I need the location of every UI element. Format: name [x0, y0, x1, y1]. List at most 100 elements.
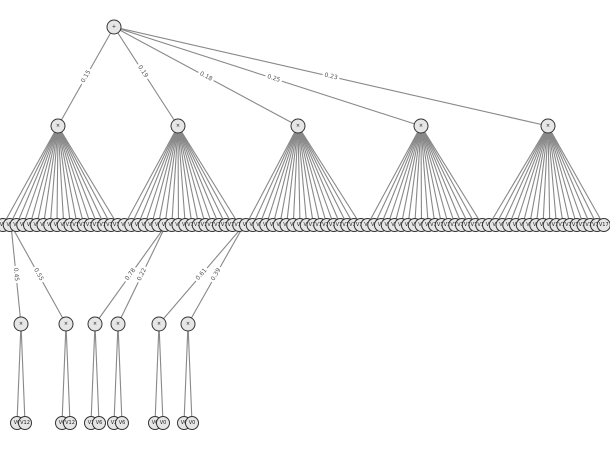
fan-edge-5-12 [547, 125, 564, 226]
fan-edge-4-8 [414, 125, 422, 226]
product-node-1-circle [50, 118, 66, 134]
subtree-3-child-2-leaf-2: V0 [185, 416, 199, 430]
fan-edge-2-1 [124, 125, 179, 226]
fan-edge-3-6 [279, 125, 299, 226]
product-node-5-circle [540, 118, 556, 134]
subtree-2-edge-weight-2-background [134, 265, 150, 284]
fan-edge-2-16 [177, 125, 227, 226]
fan-edge-1-12 [57, 125, 78, 226]
subtree-3-child-2-leaf-edge-1 [183, 323, 189, 424]
leaf-node-5-18-circle [596, 218, 610, 232]
subtree-3-product-node-2: × [180, 316, 196, 332]
fan-edge-1-10 [57, 125, 65, 226]
fan-edge-3-7 [285, 125, 299, 226]
fan-edge-2-9 [177, 125, 180, 226]
fan-edge-1-11 [57, 125, 72, 226]
fan-edge-5-7 [528, 125, 549, 226]
subtree-2-child-1-leaf-edge-2 [94, 323, 100, 424]
fan-edge-2-12 [177, 125, 200, 226]
subtree-2-product-node-1-label: × [93, 321, 97, 327]
subtree-3-child-1-leaf-2: V0 [156, 416, 170, 430]
subtree-1-product-node-2: × [58, 316, 74, 332]
subtree-1-edge-weight-1-background [11, 265, 21, 284]
fan-edge-5-3 [502, 125, 549, 226]
fan-edge-2-2 [130, 125, 179, 226]
fan-edge-5-1 [488, 125, 549, 226]
subtree-3-child-1-leaf-edge-1 [154, 323, 160, 424]
subtree-1-edge-weight-2-background [30, 265, 47, 284]
subtree-2-child-2-leaf-2-label: V6 [119, 420, 126, 426]
subtree-2-child-2-leaf-1-label: V2 [111, 420, 118, 426]
subtree-3-child-1-leaf-1-label: V6 [152, 420, 159, 426]
fan-edge-2-7 [164, 125, 179, 226]
subtree-3-edge-weight-1-background [192, 265, 211, 284]
leaf-node-5-18: V17 [596, 218, 610, 232]
subtree-3-child-2-leaf-1-label: V6 [181, 420, 188, 426]
subtree-1-child-1-leaf-1-label: V0 [14, 420, 21, 426]
fan-edge-3-3 [258, 125, 299, 226]
fan-edge-5-9 [542, 125, 549, 226]
fan-edge-1-7 [42, 125, 59, 226]
subtree-2-product-node-2: × [110, 316, 126, 332]
fan-edge-3-15 [297, 125, 342, 226]
subtree-2-child-1-leaf-2-circle [92, 416, 106, 430]
fan-edge-3-5 [272, 125, 299, 226]
fan-edge-2-13 [177, 125, 207, 226]
fan-edge-1-5 [29, 125, 59, 226]
subtree-1-child-2-leaf-1-label: V0 [59, 420, 66, 426]
subtree-1-child-2-leaf-2: V12 [63, 416, 77, 430]
subtree-1-child-1-leaf-edge-1 [16, 323, 22, 424]
fan-edge-4-7 [407, 125, 422, 226]
subtree-1-product-node-1-circle [13, 316, 29, 332]
fan-edge-1-16 [57, 125, 105, 226]
fan-edge-5-18 [547, 125, 605, 226]
fan-edge-1-9 [56, 125, 59, 226]
subtree-2-product-node-1: × [87, 316, 103, 332]
subtree-2-child-2-leaf-edge-2 [117, 323, 123, 424]
root-edge-weight-4: 0.25 [266, 73, 281, 84]
subtree-1-child-1-leaf-2-circle [18, 416, 32, 430]
fan-edge-2-14 [177, 125, 213, 226]
product-node-4-label: × [419, 123, 423, 129]
fan-edge-4-11 [420, 125, 436, 226]
fan-edge-1-4 [22, 125, 59, 226]
fan-edge-4-13 [420, 125, 450, 226]
fan-edge-5-15 [547, 125, 585, 226]
fan-edge-3-10 [297, 125, 308, 226]
fan-edge-5-14 [547, 125, 578, 226]
fan-edge-4-9 [420, 125, 423, 226]
fan-edge-2-4 [144, 125, 179, 226]
fan-edge-3-13 [297, 125, 328, 226]
subtree-3-child-2-leaf-2-label: V0 [189, 420, 196, 426]
product-node-5: × [540, 118, 556, 134]
fan-edge-3-1 [245, 125, 299, 226]
fan-edge-4-6 [400, 125, 422, 226]
fan-edge-4-16 [420, 125, 470, 226]
product-node-1: × [50, 118, 66, 134]
fan-edge-3-8 [292, 125, 299, 226]
subtree-3-edge-weight-2-background [208, 265, 224, 284]
subtree-2-child-2-leaf-2: V6 [115, 416, 129, 430]
fan-edge-5-10 [547, 125, 551, 226]
product-node-2-label: × [176, 123, 180, 129]
fan-edge-5-5 [515, 125, 549, 226]
root-edge-weight-1-background [78, 67, 94, 86]
fan-edge-1-14 [57, 125, 92, 226]
fan-edge-3-12 [297, 125, 321, 226]
subtree-3-child-2-leaf-2-circle [185, 416, 199, 430]
product-node-2: × [170, 118, 186, 134]
fan-edge-5-17 [547, 125, 598, 226]
root-edge-weight-4-background [264, 72, 284, 85]
subtree-2-child-1-leaf-2: V6 [92, 416, 106, 430]
edge-layer [2, 26, 605, 424]
fan-edge-1-18 [57, 125, 119, 226]
subtree-3-product-node-2-circle [180, 316, 196, 332]
product-node-3-circle [290, 118, 306, 134]
subtree-3-product-node-1: × [151, 316, 167, 332]
product-node-4-circle [413, 118, 429, 134]
subtree-1-child-2-leaf-2-circle [63, 416, 77, 430]
fan-edge-2-18 [177, 125, 240, 226]
product-node-3: × [290, 118, 306, 134]
subtree-1-product-node-2-label: × [64, 321, 68, 327]
